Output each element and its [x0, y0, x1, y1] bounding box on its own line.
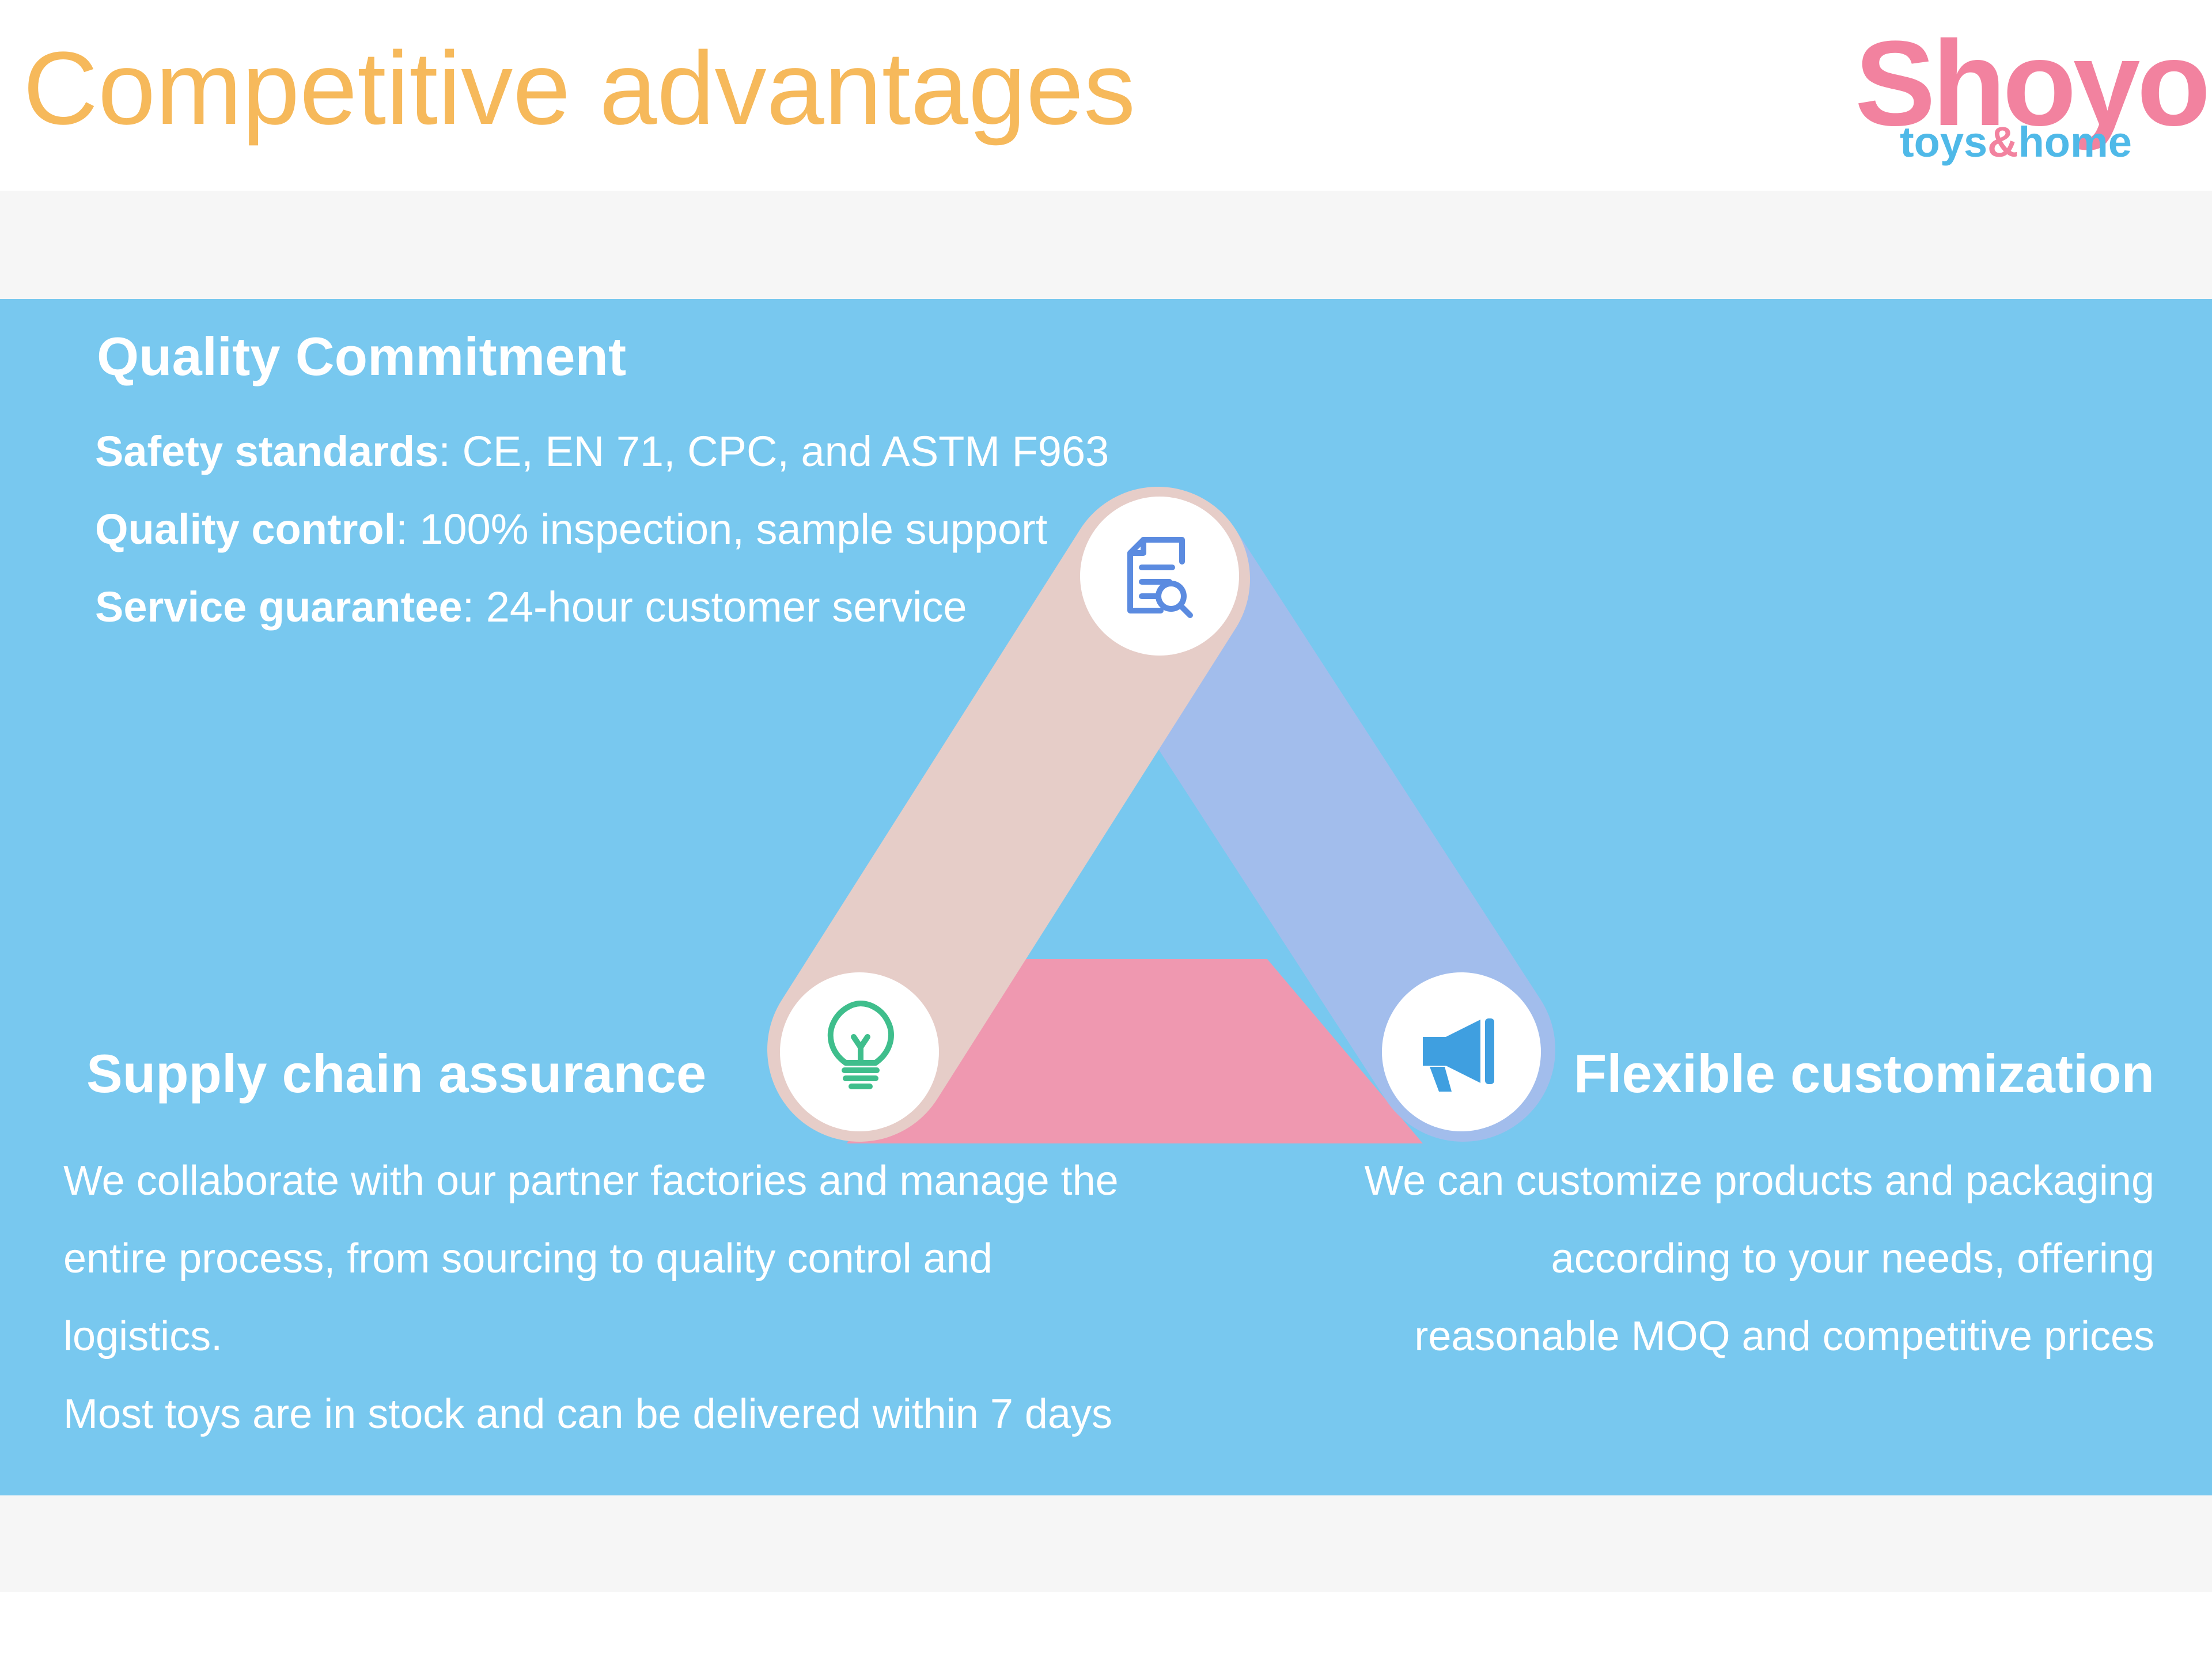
customization-line: We can customize products and packaging: [1364, 1158, 2154, 1204]
supply-chain-heading: Supply chain assurance: [86, 1043, 707, 1104]
service-guarantee-line: Service guarantee: 24-hour customer serv…: [95, 584, 967, 630]
quality-control-line: Quality control: 100% inspection, sample…: [95, 506, 1047, 552]
logo-tagline-home: home: [2018, 118, 2132, 166]
quality-commitment-heading: Quality Commitment: [97, 326, 627, 387]
shoyo-logo: Shoyo toys&home: [1843, 23, 2211, 173]
supply-chain-line: entire process, from sourcing to quality…: [63, 1236, 993, 1282]
page-title: Competitive advantages: [23, 31, 1136, 146]
supply-chain-text: We collaborate with our partner factorie…: [63, 1142, 1273, 1453]
safety-standards-line: Safety standards: CE, EN 71, CPC, and AS…: [95, 428, 1109, 475]
logo-wordmark: Shoyo: [1855, 16, 2211, 151]
logo-tagline-amp: &: [1987, 118, 2018, 166]
supply-chain-line: Most toys are in stock and can be delive…: [63, 1391, 1112, 1437]
safety-standards-value: : CE, EN 71, CPC, and ASTM F963: [438, 427, 1109, 475]
quality-control-label: Quality control: [95, 505, 396, 553]
flexible-customization-text: We can customize products and packaging …: [1290, 1142, 2154, 1376]
supply-chain-line: We collaborate with our partner factorie…: [63, 1158, 1119, 1204]
service-guarantee-label: Service guarantee: [95, 583, 463, 631]
customization-line: according to your needs, offering: [1551, 1236, 2154, 1282]
logo-tagline: toys&home: [1900, 121, 2132, 164]
quality-control-value: : 100% inspection, sample support: [396, 505, 1048, 553]
bottom-gray-band: [0, 1495, 2212, 1592]
top-gray-band: [0, 191, 2212, 299]
logo-tagline-toys: toys: [1900, 118, 1988, 166]
flexible-customization-heading: Flexible customization: [1573, 1043, 2154, 1104]
supply-chain-line: logistics.: [63, 1313, 223, 1359]
customization-line: reasonable MOQ and competitive prices: [1414, 1313, 2154, 1359]
safety-standards-label: Safety standards: [95, 427, 439, 475]
service-guarantee-value: : 24-hour customer service: [462, 583, 967, 631]
